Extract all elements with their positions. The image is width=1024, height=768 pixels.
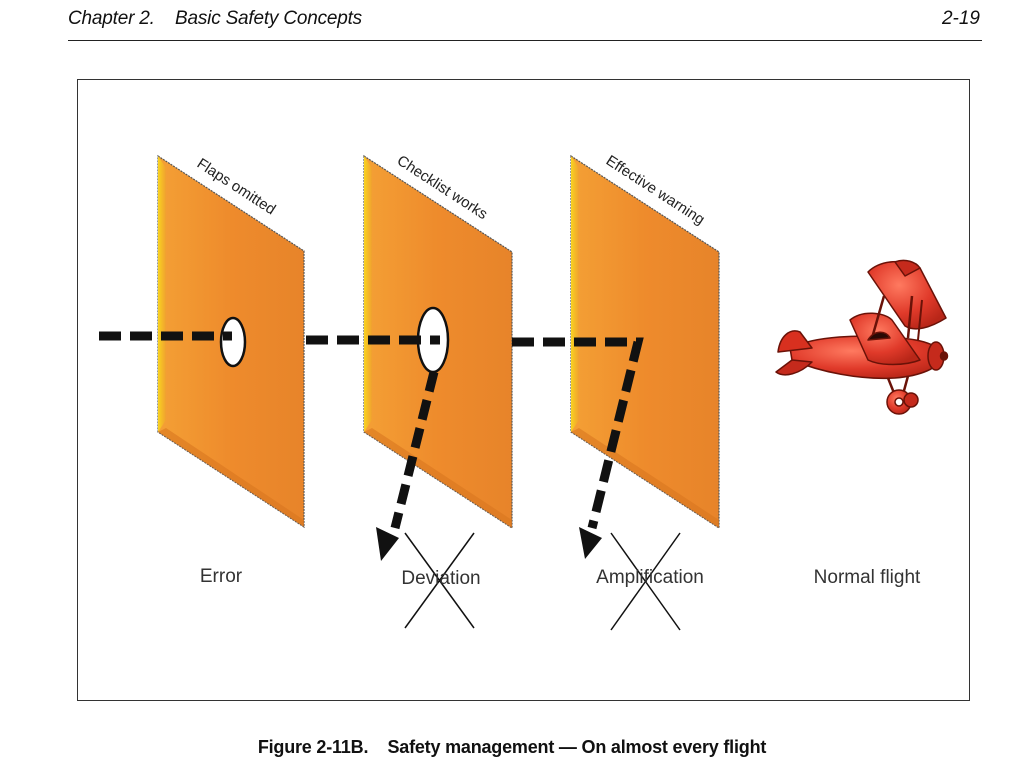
biplane-illustration	[775, 259, 949, 415]
path-segment-amplification	[512, 337, 644, 530]
biplane-propeller-hub	[939, 351, 949, 361]
arrowhead-deviation	[376, 527, 399, 561]
chapter-title: Chapter 2. Basic Safety Concepts	[68, 8, 362, 29]
arrowhead-amplification	[579, 527, 602, 559]
stage-label-normal-flight: Normal flight	[814, 567, 921, 588]
error-path	[99, 331, 644, 530]
barrier-edge	[571, 156, 579, 432]
barrier-edge	[364, 156, 372, 432]
figure-caption: Figure 2-11B. Safety management — On alm…	[257, 737, 767, 757]
biplane-tail	[777, 330, 813, 353]
path-segment-deviation	[390, 370, 439, 530]
page-header: Chapter 2. Basic Safety Concepts 2-19	[68, 6, 982, 41]
biplane-upper-wing	[867, 260, 947, 330]
stage-label-deviation: Deviation	[401, 568, 480, 589]
barrier-1	[157, 154, 305, 529]
cross-out-amplification	[610, 532, 681, 631]
barrier-bottom-shade	[158, 428, 304, 527]
cross-out-deviation	[404, 532, 475, 629]
barrier-edge	[158, 156, 166, 432]
barrier-3	[570, 154, 720, 530]
stage-label-error: Error	[200, 566, 243, 587]
barrier-bottom-shade	[571, 428, 719, 528]
barrier-bottom-shade	[364, 428, 512, 528]
barrier-hole	[219, 316, 247, 368]
stage-label-amplification: Amplification	[596, 567, 704, 588]
page-number: 2-19	[941, 8, 980, 29]
